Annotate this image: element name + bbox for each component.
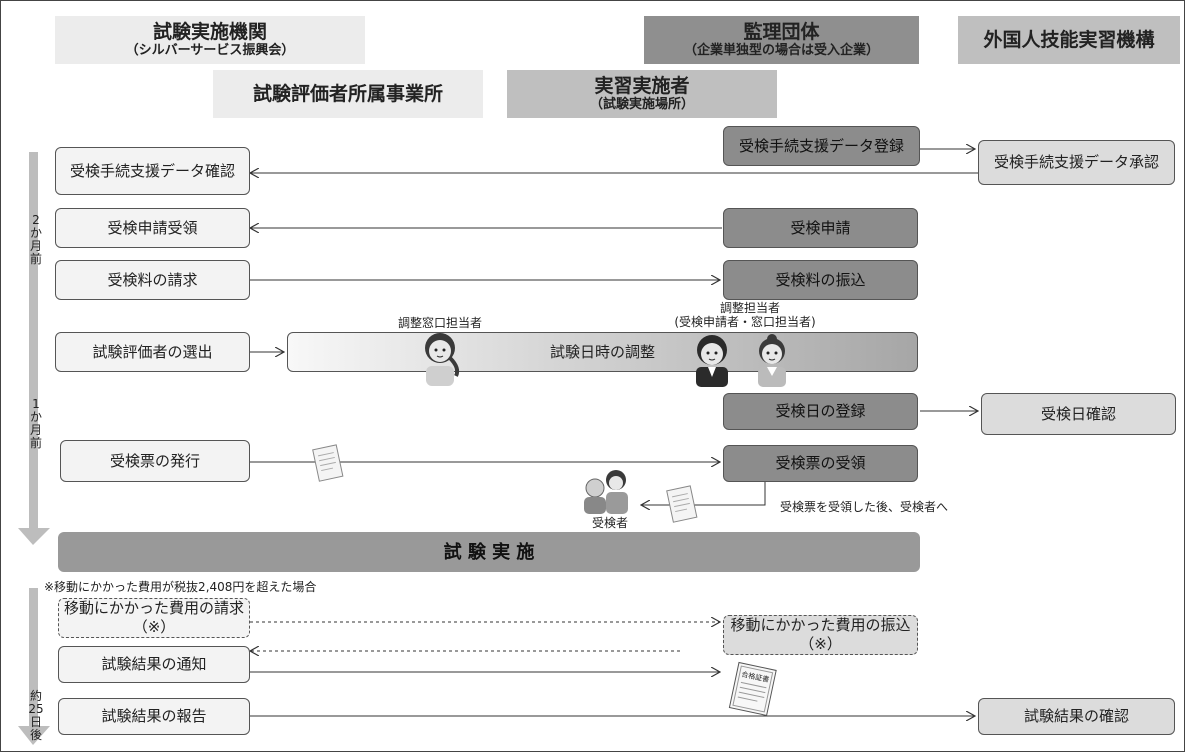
box-app-submit: 受検申請 [723, 208, 918, 248]
header-exam-org-subtitle: （シルバーサービス振興会） [125, 43, 295, 58]
box-app-receive: 受検申請受領 [55, 208, 250, 248]
ticket-document-icon-2 [666, 485, 698, 523]
box-cost-pay: 移動にかかった費用の振込（※） [723, 615, 918, 655]
box-date-register: 受検日の登録 [723, 393, 918, 430]
header-exam-org-title: 試験実施機関 [152, 21, 267, 43]
header-evaluator-office: 試験評価者所属事業所 [213, 70, 483, 118]
arrow-ticket-to-examinee [641, 482, 766, 505]
box-ticket-receive: 受検票の受領 [723, 445, 918, 482]
box-result-notice: 試験結果の通知 [58, 646, 250, 683]
box-schedule: 試験日時の調整 [287, 332, 918, 372]
box-support-approve: 受検手続支援データ承認 [978, 140, 1175, 185]
label-cost-note: ※移動にかかった費用が税抜2,408円を超えた場合 [44, 580, 317, 594]
box-ticket-issue: 受検票の発行 [60, 440, 250, 482]
label-examinee: 受検者 [591, 516, 628, 530]
timeline-arrow-lower [18, 588, 50, 745]
coordinator-man-person-icon [696, 335, 728, 387]
box-result-confirm: 試験結果の確認 [978, 698, 1175, 735]
box-fee-pay: 受検料の振込 [723, 260, 918, 300]
coordinator-window-person-icon [425, 333, 460, 386]
box-cost-bill: 移動にかかった費用の請求（※） [58, 598, 250, 638]
examinee-people-icon [584, 470, 628, 514]
box-date-confirm: 受検日確認 [981, 393, 1176, 435]
timeline-arrow-upper [18, 152, 50, 545]
header-otit: 外国人技能実習機構 [958, 16, 1180, 64]
certificate-document-icon: 合格証書 [728, 661, 777, 716]
header-otit-title: 外国人技能実習機構 [983, 29, 1155, 51]
label-coordinator-window: 調整窓口担当者 [397, 316, 482, 330]
box-support-confirm: 受検手続支援データ確認 [55, 147, 250, 195]
header-supervising-org-subtitle: （企業単独型の場合は受入企業） [683, 43, 879, 58]
label-coordinator: 調整担当者 [719, 301, 780, 315]
header-supervising-org: 監理団体 （企業単独型の場合は受入企業） [644, 16, 919, 64]
box-exam: 試 験 実 施 [58, 532, 920, 572]
header-training-org: 実習実施者 （試験実施場所） [507, 70, 777, 118]
label-coordinator-sub: (受検申請者・窓口担当者) [674, 315, 816, 329]
header-training-org-subtitle: （試験実施場所） [589, 97, 694, 112]
label-ticket-note: 受検票を受領した後、受検者へ [780, 500, 949, 514]
box-fee-bill: 受検料の請求 [55, 260, 250, 300]
ticket-document-icon [312, 444, 344, 482]
timeline-25-days: 約25日後 [28, 689, 44, 742]
box-support-register: 受検手続支援データ登録 [723, 126, 920, 166]
header-exam-org: 試験実施機関 （シルバーサービス振興会） [55, 16, 365, 64]
header-supervising-org-title: 監理団体 [743, 21, 820, 43]
box-result-report: 試験結果の報告 [58, 698, 250, 735]
header-training-org-title: 実習実施者 [594, 75, 690, 97]
timeline-one-month: 1か月前 [29, 397, 42, 450]
box-evaluator-select: 試験評価者の選出 [55, 332, 250, 372]
coordinator-woman-person-icon [758, 334, 786, 387]
timeline-two-months: 2か月前 [29, 213, 42, 266]
header-evaluator-office-title: 試験評価者所属事業所 [252, 83, 443, 105]
